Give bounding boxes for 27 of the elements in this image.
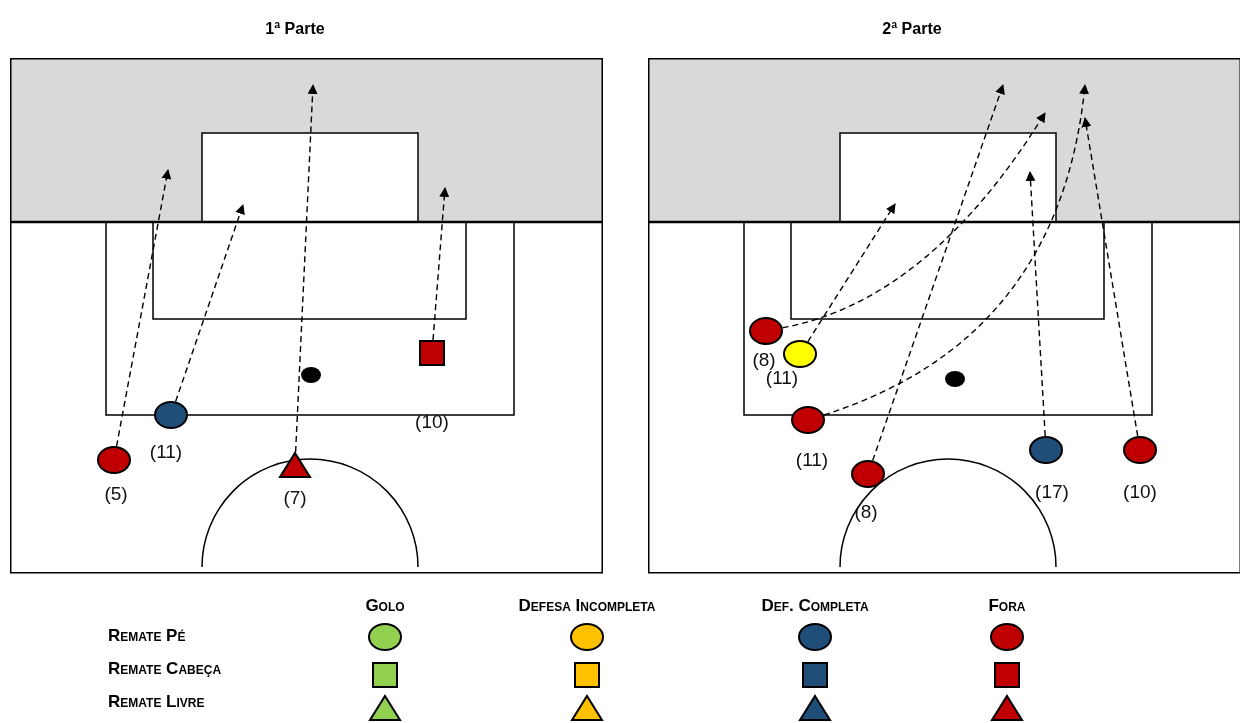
legend-row-heading: Remate Pé xyxy=(108,626,186,646)
shot-arrow xyxy=(115,169,172,447)
player-number: (7) xyxy=(283,487,307,509)
legend-column-heading: Fora xyxy=(988,596,1026,616)
legend-column-heading: Defesa Incompleta xyxy=(518,596,656,616)
half-heading: 1ª Parte xyxy=(264,20,326,38)
legend-row-heading: Remate Cabeça xyxy=(108,659,222,679)
legend-column-heading: Golo xyxy=(365,596,405,616)
half-heading: 2ª Parte xyxy=(881,20,943,38)
shot-arrow xyxy=(823,84,1089,416)
shot-arrow xyxy=(432,187,450,341)
player-number: (8) xyxy=(854,501,878,523)
shot-arrow xyxy=(294,84,318,453)
shot-arrow xyxy=(1025,171,1046,437)
player-number: (10) xyxy=(1123,481,1157,503)
shot-arrow xyxy=(807,203,896,343)
player-number: (10) xyxy=(415,411,449,433)
player-number: (11) xyxy=(795,449,829,471)
player-number: (5) xyxy=(104,483,128,505)
shot-arrow xyxy=(781,112,1046,329)
shot-arrow xyxy=(871,84,1005,462)
legend-column-heading: Def. Completa xyxy=(761,596,869,616)
player-number: (11) xyxy=(149,441,183,463)
shot-arrow xyxy=(174,204,245,403)
player-number: (17) xyxy=(1035,481,1069,503)
shot-arrow xyxy=(1081,117,1139,437)
legend-row-heading: Remate Livre xyxy=(108,692,205,712)
